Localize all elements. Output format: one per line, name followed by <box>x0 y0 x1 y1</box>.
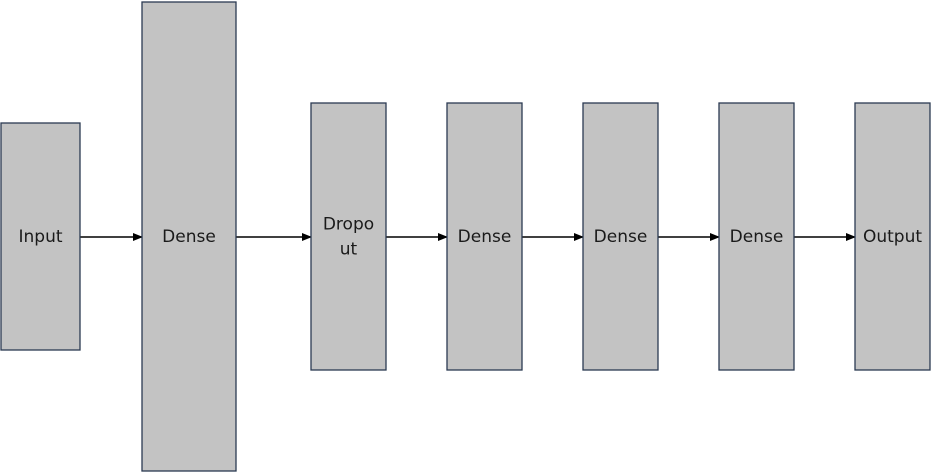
layer-dense-2: Dense <box>446 102 523 371</box>
layer-label-dense-4: Dense <box>730 227 784 247</box>
layer-box-dense-1 <box>141 1 237 472</box>
layer-label-dense-1: Dense <box>162 227 216 247</box>
layer-label-input: Input <box>18 227 62 247</box>
layer-box-input <box>0 122 81 351</box>
layer-box-output <box>854 102 931 371</box>
layer-output: Output <box>854 102 931 371</box>
layer-dropout: Dropo ut <box>310 102 387 371</box>
layer-box-dense-4 <box>718 102 795 371</box>
layer-label-dense-3: Dense <box>594 227 648 247</box>
layer-dense-4: Dense <box>718 102 795 371</box>
layer-label-dropout: ut <box>340 240 358 260</box>
layer-label-dropout: Dropo <box>323 215 374 235</box>
layer-dense-1: Dense <box>141 1 237 472</box>
layer-box-dense-2 <box>446 102 523 371</box>
layer-dense-3: Dense <box>582 102 659 371</box>
layer-box-dense-3 <box>582 102 659 371</box>
layer-box-dropout <box>310 102 387 371</box>
layer-label-output: Output <box>863 227 922 247</box>
layer-input: Input <box>0 122 81 351</box>
layer-label-dense-2: Dense <box>458 227 512 247</box>
